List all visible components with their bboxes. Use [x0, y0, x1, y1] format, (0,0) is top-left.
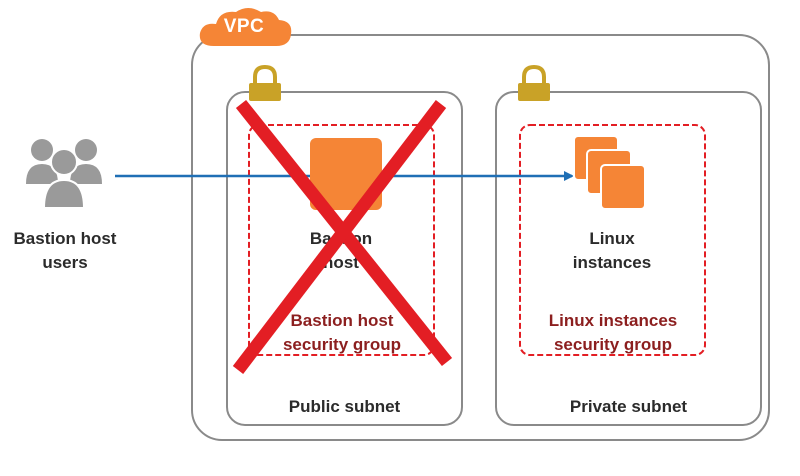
bastion-host-label: Bastion host: [309, 229, 373, 272]
lock-icon: [518, 64, 550, 101]
public-subnet-label: Public subnet: [288, 397, 401, 416]
private-subnet-box: [495, 91, 762, 426]
ec2-instance-icon: [310, 138, 382, 210]
private-subnet-label: Private subnet: [569, 397, 688, 416]
linux-security-group-box: [519, 124, 706, 356]
linux-security-group-label: Linux instances security group: [548, 311, 678, 354]
ec2-instances-stack-icon: [573, 135, 646, 210]
users-label: Bastion host users: [13, 229, 117, 272]
vpc-label: VPC: [223, 16, 265, 37]
vpc-cloud-icon: [199, 8, 292, 46]
users-group-icon: [26, 139, 102, 209]
bastion-security-group-label: Bastion host security group: [282, 311, 402, 354]
lock-icon: [249, 64, 281, 101]
public-subnet-box: [226, 91, 463, 426]
linux-instances-label: Linux instances: [572, 229, 652, 272]
vpc-boundary: [191, 34, 770, 441]
